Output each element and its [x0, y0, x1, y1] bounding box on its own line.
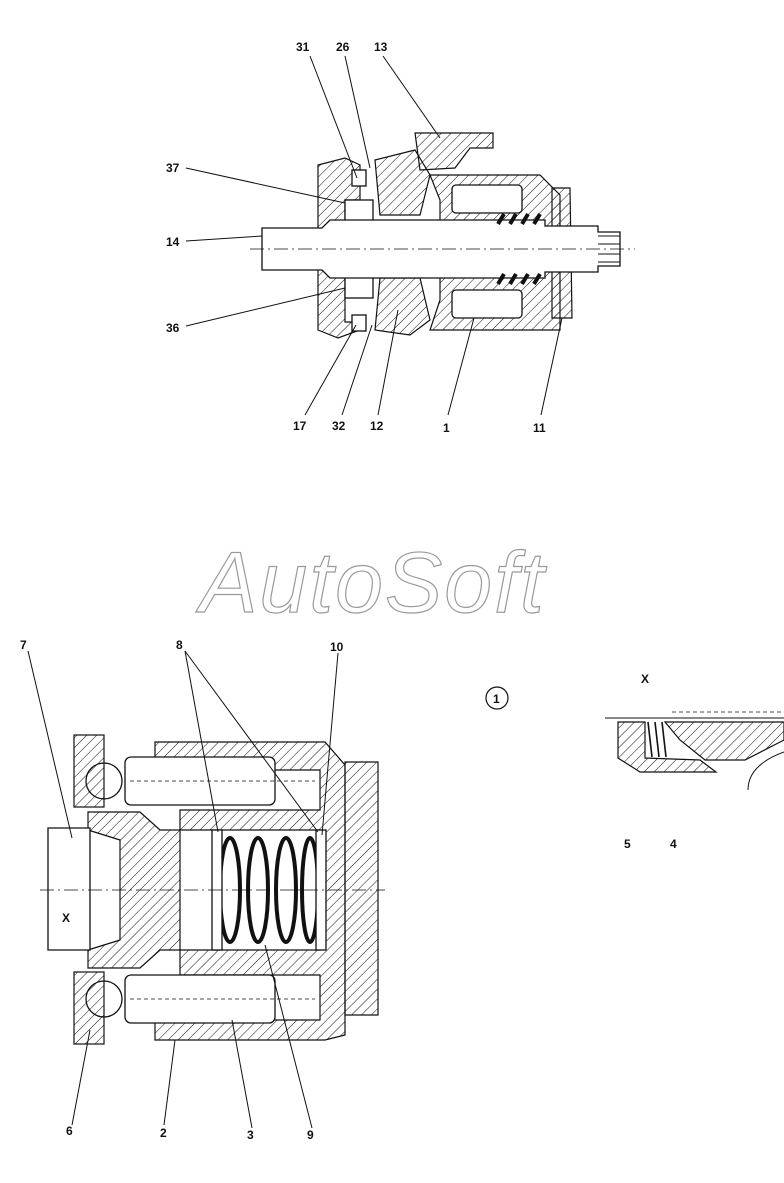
callout-6: 6	[66, 1124, 73, 1138]
callout-31: 31	[296, 40, 310, 54]
callout-32: 32	[332, 419, 346, 433]
circled-number-marker	[485, 686, 509, 710]
section-mark-x: X	[62, 911, 70, 925]
bottom-section-view: 7 8 10 6 2 3 9 X	[20, 638, 385, 1142]
callout-13: 13	[374, 40, 388, 54]
detail-x: 1 X 5 4	[485, 672, 784, 851]
retainer-lower	[73, 971, 105, 1045]
callout-9: 9	[307, 1128, 314, 1142]
bearing-37	[344, 199, 374, 223]
piston-lower	[451, 289, 523, 319]
detail-housing	[617, 721, 718, 773]
retainer-upper	[73, 734, 105, 808]
callout-26: 26	[336, 40, 350, 54]
watermark-logo: AutoSoft	[195, 535, 547, 631]
shaft-cup	[47, 827, 91, 951]
callout-37: 37	[166, 161, 180, 175]
circled-number: 1	[493, 692, 500, 706]
detail-title: X	[641, 672, 649, 686]
callout-17: 17	[293, 419, 307, 433]
callout-3: 3	[247, 1128, 254, 1142]
callout-36: 36	[166, 321, 180, 335]
callout-2: 2	[160, 1126, 167, 1140]
callout-7: 7	[20, 638, 27, 652]
bottom-leader-lines	[27, 650, 339, 1129]
callout-8: 8	[176, 638, 183, 652]
callout-4: 4	[670, 837, 677, 851]
bearing-block-lower	[374, 277, 431, 336]
callout-5: 5	[624, 837, 631, 851]
piston-upper	[451, 184, 523, 214]
end-cover	[344, 761, 379, 1016]
bearing-block-upper	[374, 149, 431, 216]
detail-seal	[647, 721, 667, 758]
callout-1: 1	[443, 421, 450, 435]
flange-part-13	[414, 132, 494, 171]
bolt-32	[351, 314, 367, 332]
bolt-26	[351, 169, 367, 187]
callout-10: 10	[330, 640, 344, 654]
detail-ring	[663, 721, 784, 761]
detail-curve	[747, 751, 784, 791]
callout-14: 14	[166, 235, 180, 249]
drive-shaft-14	[261, 219, 621, 279]
bearing-36	[344, 275, 374, 299]
top-leader-lines	[185, 55, 563, 416]
center-hub	[87, 811, 181, 969]
top-section-view: 31 26 13 37 14 36 17 32 12 1 11	[166, 40, 635, 435]
callout-11: 11	[533, 421, 546, 435]
shaft-spring	[496, 212, 542, 286]
shaft-spline	[598, 235, 620, 263]
callout-12: 12	[370, 419, 384, 433]
